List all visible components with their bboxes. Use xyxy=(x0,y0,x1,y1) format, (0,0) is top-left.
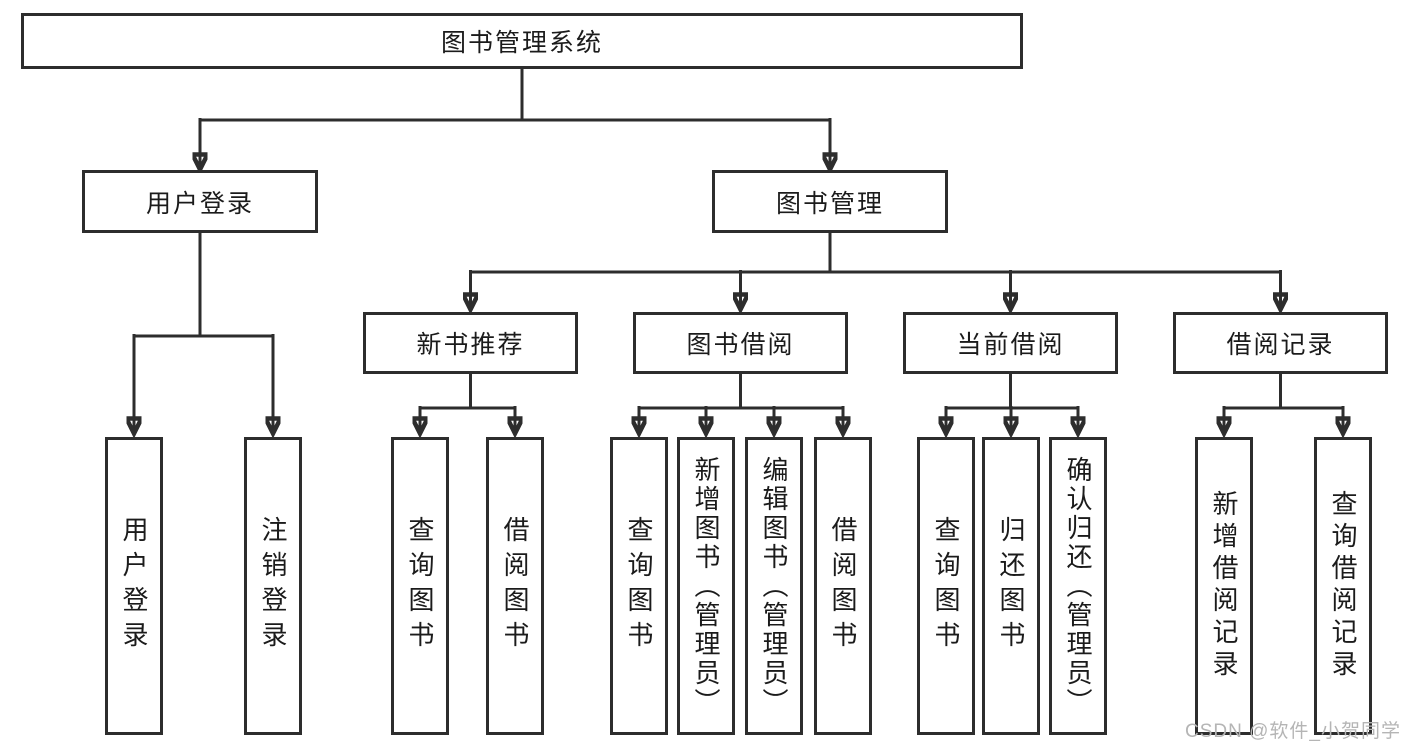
connector-current-borrow-rail xyxy=(946,374,1078,410)
leaf-br-add-record-label: 新增借阅记录 xyxy=(1209,490,1239,682)
node-current-borrow: 当前借阅 xyxy=(903,312,1118,374)
node-book-borrow-label: 图书借阅 xyxy=(686,331,795,359)
leaf-logout-label: 注销登录 xyxy=(258,516,288,656)
node-library-system: 图书管理系统 xyxy=(21,13,1023,69)
connector-book-management-rail xyxy=(470,233,1281,274)
leaf-nb-query-books: 查询图书 xyxy=(391,437,449,735)
leaf-bb-borrow-books-label: 借阅图书 xyxy=(828,516,858,656)
leaf-bb-add-books-admin-label: 新增图书（管理员） xyxy=(691,455,721,717)
leaf-logout: 注销登录 xyxy=(244,437,302,735)
leaf-user-login-label: 用户登录 xyxy=(119,516,149,656)
connector-root-rail xyxy=(200,69,830,122)
leaf-nb-query-books-label: 查询图书 xyxy=(405,516,435,656)
leaf-cb-query-books: 查询图书 xyxy=(917,437,975,735)
leaf-cb-query-books-label: 查询图书 xyxy=(931,516,961,656)
leaf-br-add-record: 新增借阅记录 xyxy=(1195,437,1253,735)
connector-new-book-rail xyxy=(420,374,515,410)
node-user-login: 用户登录 xyxy=(82,170,318,233)
node-new-book-recommend: 新书推荐 xyxy=(363,312,578,374)
leaf-bb-edit-books-admin-label: 编辑图书（管理员） xyxy=(759,455,789,717)
leaf-nb-borrow-books: 借阅图书 xyxy=(486,437,544,735)
csdn-watermark: CSDN @软件_小贺同学 xyxy=(1185,721,1401,742)
node-borrow-records-label: 借阅记录 xyxy=(1226,331,1335,359)
leaf-bb-borrow-books: 借阅图书 xyxy=(814,437,872,735)
leaf-cb-return-books: 归还图书 xyxy=(982,437,1040,735)
node-library-system-label: 图书管理系统 xyxy=(440,29,603,57)
node-book-management: 图书管理 xyxy=(712,170,948,233)
node-current-borrow-label: 当前借阅 xyxy=(956,331,1065,359)
leaf-bb-query-books: 查询图书 xyxy=(610,437,668,735)
leaf-cb-confirm-return-admin: 确认归还（管理员） xyxy=(1049,437,1107,735)
node-new-book-recommend-label: 新书推荐 xyxy=(416,331,525,359)
node-user-login-label: 用户登录 xyxy=(145,189,254,218)
leaf-nb-borrow-books-label: 借阅图书 xyxy=(500,516,530,656)
leaf-cb-confirm-return-admin-label: 确认归还（管理员） xyxy=(1063,455,1093,717)
node-book-borrow: 图书借阅 xyxy=(633,312,848,374)
connector-book-borrow-rail xyxy=(639,374,843,410)
node-book-management-label: 图书管理 xyxy=(775,189,884,218)
leaf-br-query-record: 查询借阅记录 xyxy=(1314,437,1372,735)
leaf-bb-query-books-label: 查询图书 xyxy=(624,516,654,656)
connector-user-login-rail xyxy=(134,233,273,338)
leaf-br-query-record-label: 查询借阅记录 xyxy=(1328,490,1358,682)
leaf-cb-return-books-label: 归还图书 xyxy=(996,516,1026,656)
connector-borrow-records-rail xyxy=(1224,374,1343,410)
leaf-bb-add-books-admin: 新增图书（管理员） xyxy=(677,437,735,735)
leaf-bb-edit-books-admin: 编辑图书（管理员） xyxy=(745,437,803,735)
leaf-user-login: 用户登录 xyxy=(105,437,163,735)
node-borrow-records: 借阅记录 xyxy=(1173,312,1388,374)
